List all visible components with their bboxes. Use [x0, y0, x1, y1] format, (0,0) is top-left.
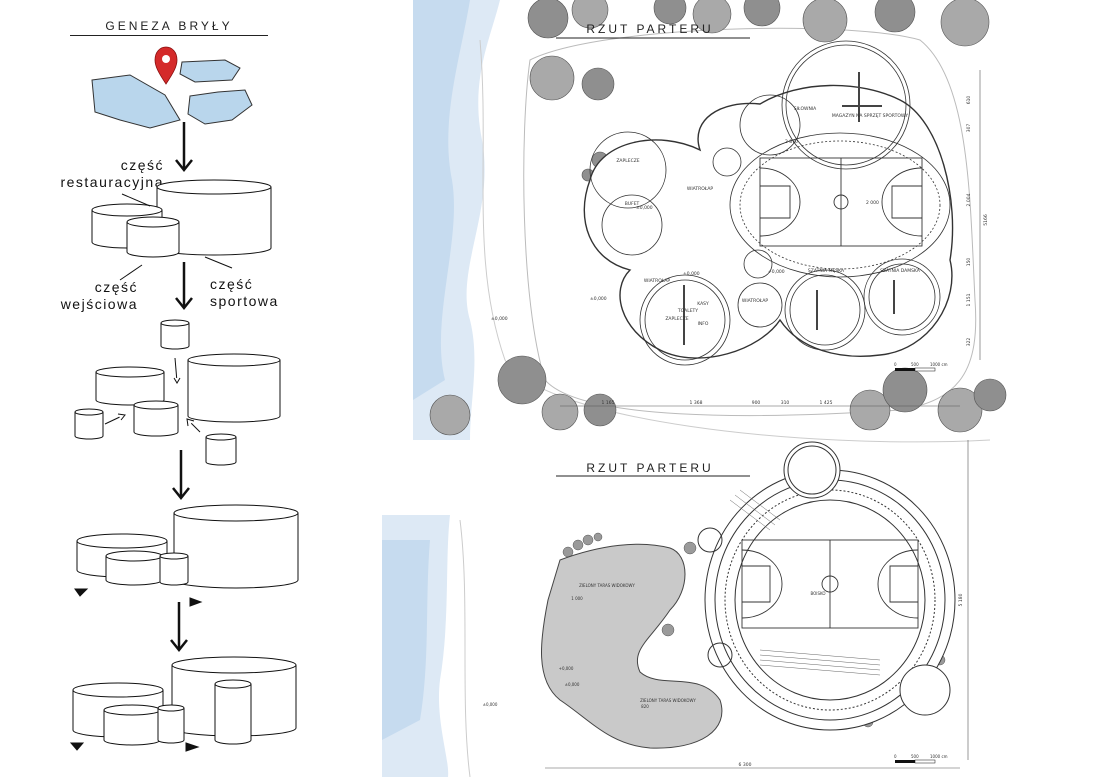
svg-text:0: 0: [894, 362, 897, 367]
massing-stage-4: [69, 656, 297, 752]
bottom-scale-bar: 0 500 1000 cm: [894, 754, 948, 764]
bottom-level-2: ±0,000: [483, 702, 498, 707]
room-wiatrolap-3: WIATROŁAP: [742, 298, 769, 304]
court-dim-1: 2 870: [785, 139, 798, 145]
svg-text:500: 500: [911, 754, 919, 759]
room-info: INFO: [698, 321, 709, 327]
dim-bottom-4: 310: [781, 400, 790, 406]
bottom-stadium: [697, 441, 956, 731]
room-zaplecze: ZAPLECZE: [616, 158, 639, 164]
bottom-dim-height: 5 180: [958, 593, 964, 606]
dim-right-3: 2 004: [966, 193, 972, 206]
top-scale-bar: 0 500 1000 cm: [894, 362, 948, 372]
court-label: BOISKO: [810, 591, 825, 596]
lakes-map: [91, 59, 253, 129]
bottom-dim-width: 6 300: [739, 762, 752, 768]
top-court: [759, 157, 923, 247]
bottom-court: [741, 539, 919, 629]
terrace-label-1: ZIELONY TARAS WIDOKOWY: [579, 583, 635, 588]
massing-stage-2: [74, 319, 281, 466]
terrace-label-2: ZIELONY TARAS WIDOKOWY: [640, 698, 696, 703]
geneza-diagram: [69, 46, 299, 752]
label-sport: część sportowa: [210, 276, 279, 309]
court-dim-2: 2 000: [866, 200, 879, 206]
dim-bottom-5: 1 425: [820, 400, 833, 406]
level-1: ±0,000: [491, 316, 508, 322]
room-silownia: SIŁOWNIA: [794, 106, 817, 112]
dim-right-1: 610: [966, 96, 972, 105]
room-szatnia-meska: SZATNIA MĘSKA: [808, 268, 845, 274]
svg-text:500: 500: [911, 362, 919, 367]
green-terrace: [540, 543, 723, 749]
level-5: +0,000: [768, 269, 785, 275]
room-zaplecze-2: ZAPLECZE: [665, 316, 688, 322]
level-4: ±0,000: [636, 205, 653, 211]
dim-bottom-3: 900: [752, 400, 761, 406]
room-wiatrolap-1: WIATROŁAP: [687, 186, 714, 192]
arrow-down-icon: [170, 122, 193, 653]
dim-bottom-2: 1 368: [690, 400, 703, 406]
top-building: [583, 84, 954, 359]
room-bufet: BUFET: [625, 201, 640, 207]
svg-text:1000 cm: 1000 cm: [930, 362, 948, 367]
bottom-plan-title: RZUT PARTERU: [586, 461, 713, 475]
dim-right-5: 1 151: [966, 293, 972, 306]
massing-stage-3: [74, 504, 299, 607]
massing-stage-1: [91, 179, 272, 281]
dim-right-6: 322: [966, 338, 972, 347]
room-magazyn: MAGAZYN NA SPRZĘT SPORTOWY: [832, 113, 908, 119]
dim-right-4: 150: [966, 258, 972, 267]
room-toalety: TOALETY: [677, 308, 698, 314]
bottom-dim-2: 820: [641, 704, 649, 709]
dim-right-total: 5166: [983, 214, 989, 226]
trees-top: [429, 0, 1007, 436]
label-restaurant: część restauracyjna: [60, 157, 164, 190]
geneza-title-rule: [70, 35, 268, 36]
bottom-dim-1: 1 000: [571, 596, 583, 601]
level-2: ±0,000: [590, 296, 607, 302]
dim-right-2: 307: [966, 124, 972, 133]
bottom-level-1: ±0,000: [565, 682, 580, 687]
bottom-level-3: +0,000: [559, 666, 574, 671]
label-entrance: część wejściowa: [60, 279, 138, 312]
room-szatnia-damska: SZATNIA DAMSKA: [880, 268, 921, 274]
room-kasy: KASY: [697, 301, 709, 307]
location-pin-icon: [154, 46, 178, 85]
room-wiatrolap-2: WIATROŁAP: [644, 278, 671, 284]
top-plan: RZUT PARTERU: [413, 0, 1007, 443]
dim-bottom-1: 1 165: [602, 400, 615, 406]
top-plan-title: RZUT PARTERU: [586, 22, 713, 36]
svg-text:1000 cm: 1000 cm: [930, 754, 948, 759]
geneza-title: GENEZA BRYŁY: [105, 19, 233, 33]
bottom-plan: RZUT PARTERU: [382, 440, 969, 777]
svg-text:0: 0: [894, 754, 897, 759]
level-3: ±0,000: [683, 271, 700, 277]
